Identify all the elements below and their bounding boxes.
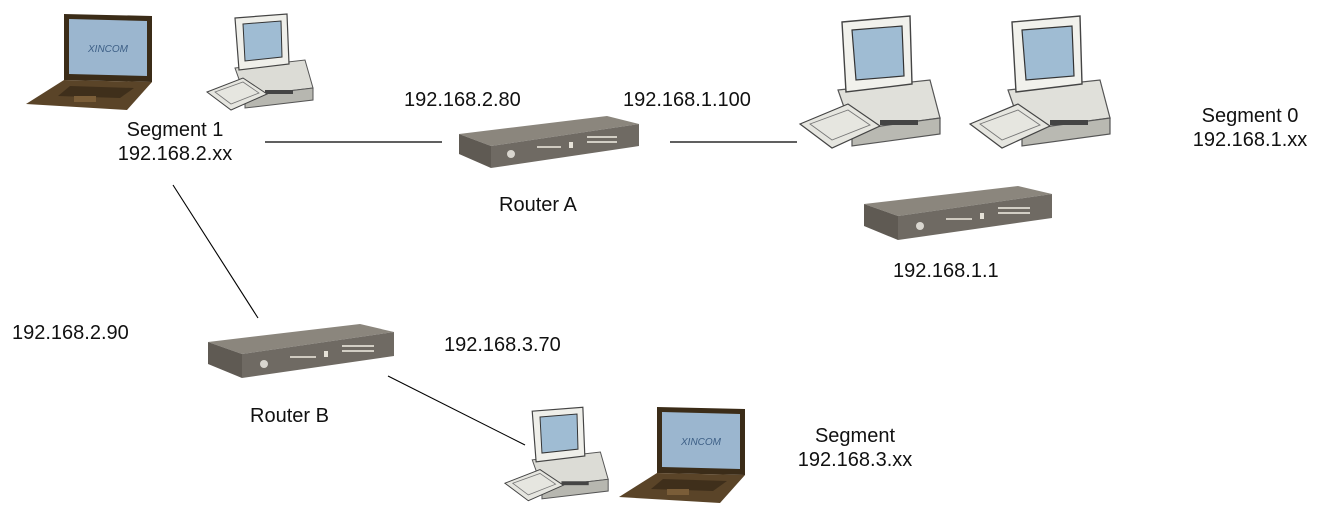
segment0-name: Segment 0 xyxy=(1201,105,1299,127)
link-routerB-segment3 xyxy=(387,375,526,446)
desktop-computer-icon xyxy=(798,15,941,149)
segment3-network: 192.168.3.xx xyxy=(797,449,913,471)
segment3-name: Segment xyxy=(814,425,896,447)
segment3-label: Segment 192.168.3.xx xyxy=(780,424,930,472)
laptop-brand-text: XINCOM xyxy=(680,437,722,448)
router-a-icon xyxy=(459,116,639,168)
desktop-computer-icon xyxy=(503,406,609,502)
router-b-left-ip: 192.168.2.90 xyxy=(12,322,129,344)
gateway-ip: 192.168.1.1 xyxy=(893,260,999,282)
laptop-icon: XINCOM xyxy=(619,407,745,503)
router-a-left-ip: 192.168.2.80 xyxy=(404,89,521,111)
router-b-icon xyxy=(208,324,394,378)
router-b-label: Router B xyxy=(250,405,329,427)
router-a-label: Router A xyxy=(499,194,577,216)
segment1-name: Segment 1 xyxy=(126,119,224,141)
laptop-icon: XINCOM xyxy=(26,14,152,110)
router-b-right-ip: 192.168.3.70 xyxy=(444,334,561,356)
desktop-computer-icon xyxy=(968,15,1111,149)
laptop-brand-text: XINCOM xyxy=(87,44,129,55)
gateway-router-icon xyxy=(864,186,1052,240)
segment1-network: 192.168.2.xx xyxy=(117,143,233,165)
segment1-label: Segment 1 192.168.2.xx xyxy=(100,118,250,166)
router-a-right-ip: 192.168.1.100 xyxy=(623,89,751,111)
desktop-computer-icon xyxy=(205,13,314,111)
segment0-network: 192.168.1.xx xyxy=(1192,129,1308,151)
link-segment1-routerB xyxy=(172,184,259,319)
segment0-label: Segment 0 192.168.1.xx xyxy=(1175,104,1325,152)
